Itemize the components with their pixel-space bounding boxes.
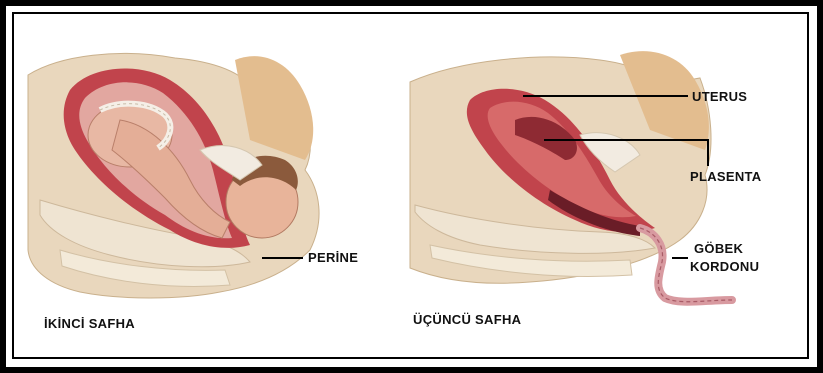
third-stage-illustration <box>410 51 732 302</box>
second-stage-caption: İKİNCİ SAFHA <box>44 316 135 331</box>
perine-label: PERİNE <box>308 250 358 265</box>
third-stage-caption: ÜÇÜNCÜ SAFHA <box>413 312 522 327</box>
gobek-label-line1: GÖBEK <box>694 241 743 256</box>
uterus-label: UTERUS <box>692 89 747 104</box>
plasenta-label: PLASENTA <box>690 169 762 184</box>
second-stage-illustration <box>28 53 319 298</box>
gobek-label-line2: KORDONU <box>690 259 759 274</box>
